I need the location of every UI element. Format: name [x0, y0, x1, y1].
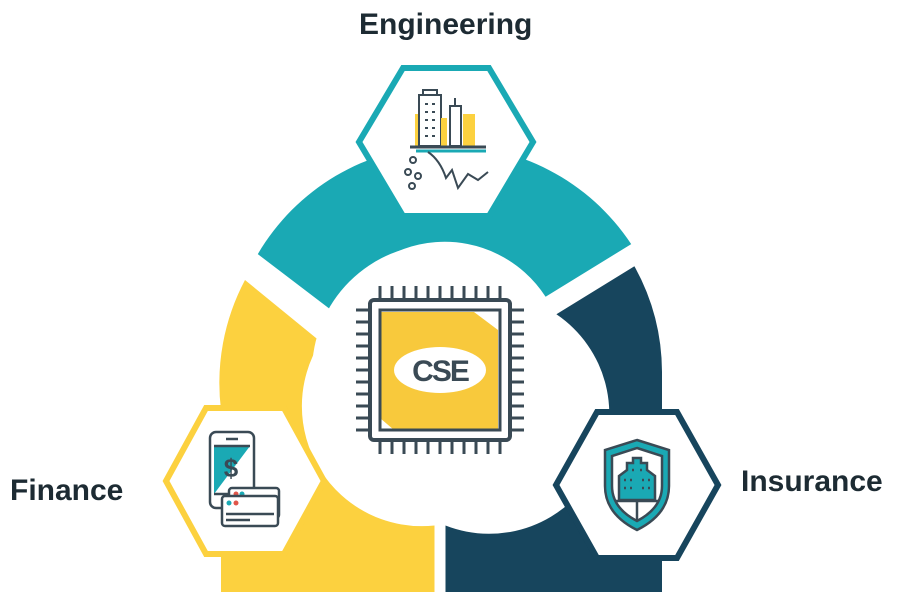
engineering-label: Engineering	[359, 8, 533, 41]
center-logo: CSE	[412, 355, 469, 388]
insurance-label: Insurance	[741, 465, 883, 498]
shield-building-icon	[603, 438, 671, 532]
phone-credit-card-icon: $	[208, 430, 281, 528]
engineering-segment	[257, 145, 632, 313]
insurance-hexagon	[552, 409, 722, 561]
city-buildings-earthquake-icon	[404, 89, 489, 191]
finance-hexagon: $	[162, 405, 328, 557]
svg-text:$: $	[224, 453, 239, 483]
engineering-hexagon	[355, 65, 537, 219]
cpu-chip-icon	[356, 286, 524, 454]
finance-label: Finance	[10, 474, 124, 507]
